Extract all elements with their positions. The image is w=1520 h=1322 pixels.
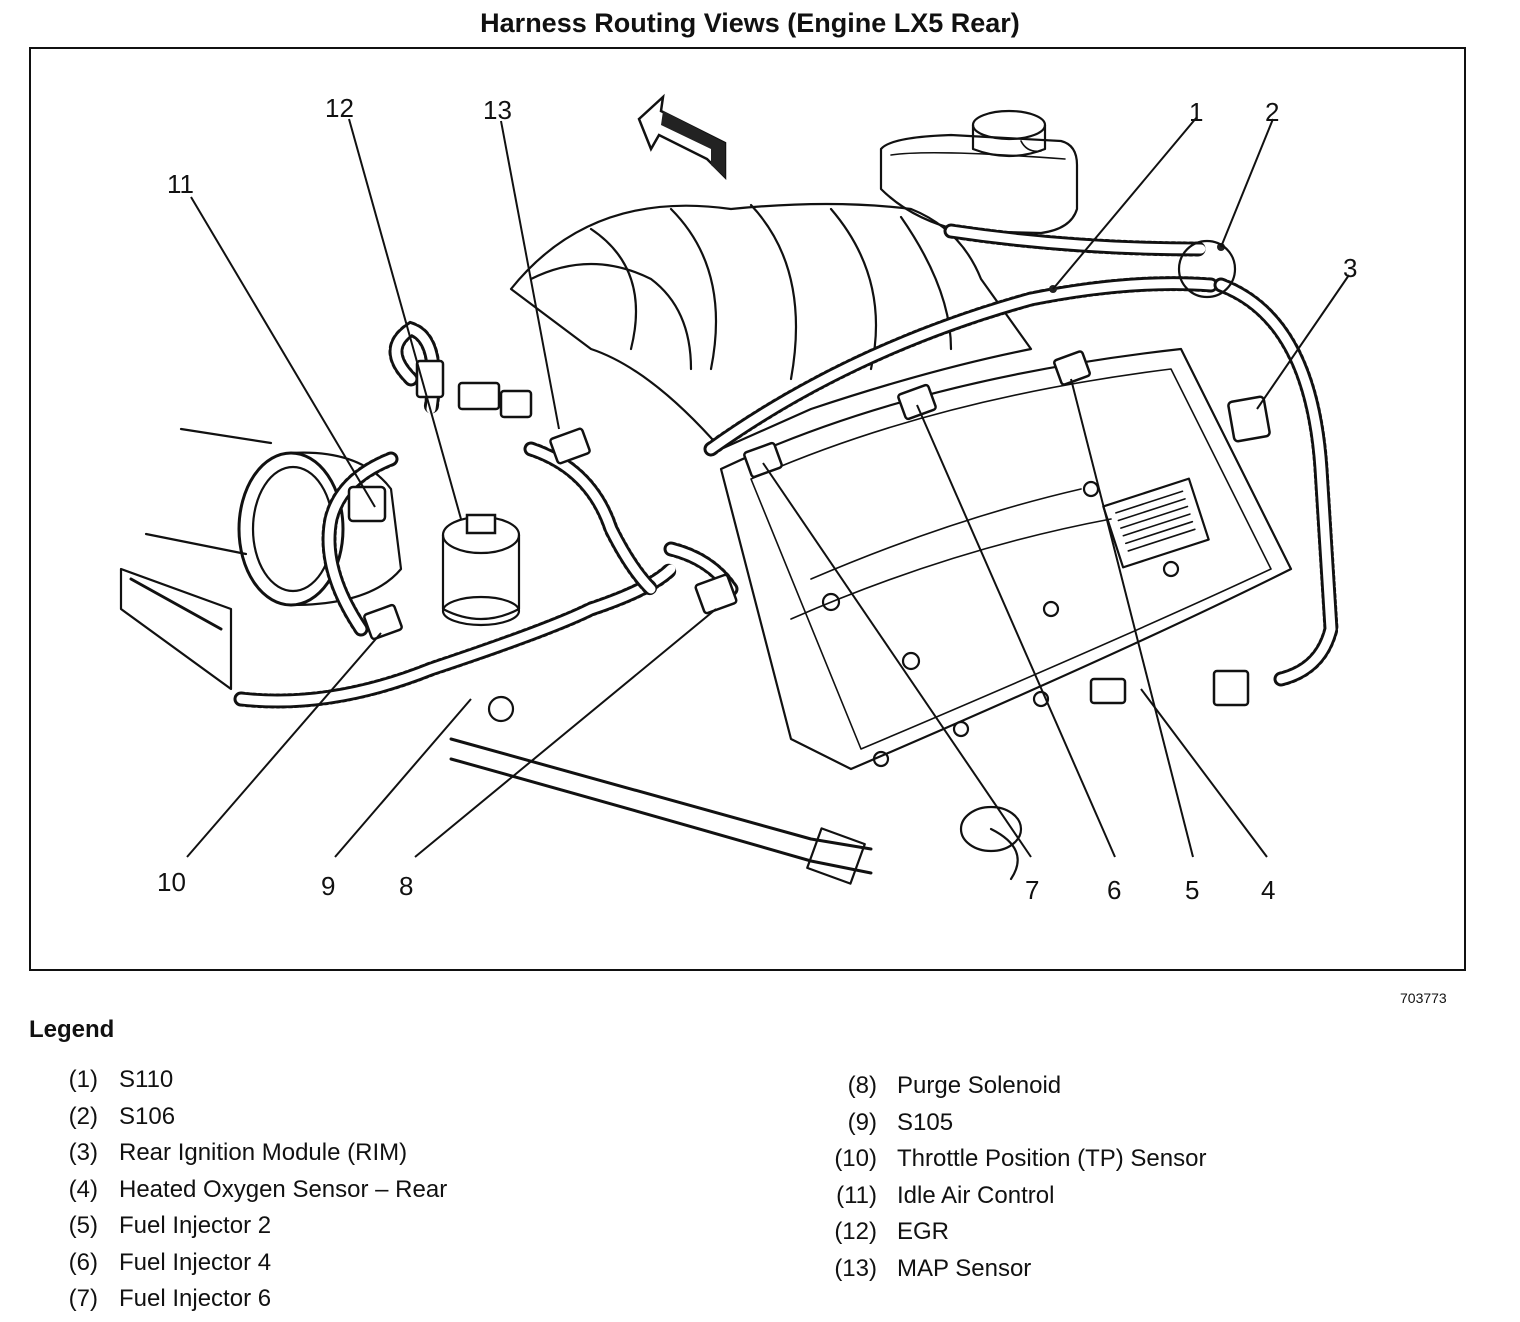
legend-label: Purge Solenoid	[897, 1072, 1062, 1099]
callout-13: 13	[483, 95, 512, 125]
fuel-lines	[449, 695, 1023, 885]
leader-lines	[186, 116, 1350, 858]
legend-item: (8) Purge Solenoid	[727, 1072, 1427, 1109]
callout-3: 3	[1343, 253, 1357, 283]
legend-label: S110	[119, 1066, 174, 1093]
callout-2: 2	[1265, 97, 1279, 127]
legend-label: MAP Sensor	[897, 1254, 1032, 1282]
direction-arrow-icon	[637, 93, 727, 181]
callout-7: 7	[1025, 875, 1039, 905]
diagram-title: Harness Routing Views (Engine LX5 Rear)	[480, 8, 1020, 38]
legend-left-column: (1) S110 (2) S106 (3) Rear Ignition Module …	[0, 1066, 600, 1322]
legend-label: Rear Ignition Module (RIM)	[119, 1139, 408, 1166]
legend-number: (12)	[834, 1218, 877, 1245]
legend-number: (9)	[847, 1108, 877, 1136]
engine-illustration-frame: 1 2 3 4 5 6 7 8 9 10 11 12 13	[29, 47, 1466, 971]
legend-heading: Legend	[29, 1016, 115, 1043]
legend-item: (1) S110	[0, 1066, 600, 1103]
legend-item: (6) Fuel Injector 4	[0, 1249, 600, 1286]
legend-label: Fuel Injector 2	[119, 1212, 272, 1239]
legend-item: (11) Idle Air Control	[727, 1182, 1427, 1219]
legend-number: (7)	[68, 1285, 98, 1312]
legend-label: Heated Oxygen Sensor – Rear	[119, 1175, 448, 1203]
legend-label: Fuel Injector 6	[119, 1285, 272, 1312]
legend-number: (10)	[834, 1145, 877, 1172]
wiring-harness	[233, 223, 1339, 709]
legend-item: (4) Heated Oxygen Sensor – Rear	[0, 1176, 600, 1213]
legend-number: (5)	[68, 1212, 98, 1239]
callout-12: 12	[325, 93, 354, 123]
valve-cover	[719, 347, 1293, 771]
engine-illustration: 1 2 3 4 5 6 7 8 9 10 11 12 13	[119, 93, 1357, 905]
legend-label: S106	[119, 1102, 176, 1130]
legend-label: Idle Air Control	[897, 1181, 1055, 1209]
intake-manifold	[509, 202, 1033, 451]
legend-item: (12) EGR	[727, 1218, 1427, 1255]
legend-number: (11)	[836, 1181, 877, 1209]
legend-item: (3) Rear Ignition Module (RIM)	[0, 1139, 600, 1176]
legend-number: (2)	[68, 1102, 98, 1130]
callout-10: 10	[157, 867, 186, 897]
callout-1: 1	[1189, 97, 1203, 127]
callout-5: 5	[1185, 875, 1199, 905]
coolant-reservoir	[879, 109, 1079, 235]
legend-number: (13)	[834, 1254, 877, 1282]
callout-numbers: 1 2 3 4 5 6 7 8 9 10 11 12 13	[157, 93, 1357, 905]
legend-right-column: (8) Purge Solenoid (9) S105 (10) Throttle P…	[727, 1072, 1427, 1291]
splice-markers	[1049, 239, 1237, 299]
legend-item: (5) Fuel Injector 2	[0, 1212, 600, 1249]
callout-4: 4	[1261, 875, 1275, 905]
legend-item: (7) Fuel Injector 6	[0, 1285, 600, 1322]
legend-number: (6)	[68, 1248, 98, 1276]
legend-label: EGR	[897, 1218, 950, 1245]
legend-item: (10) Throttle Position (TP) Sensor	[727, 1145, 1427, 1182]
legend-item: (13) MAP Sensor	[727, 1255, 1427, 1292]
legend-number: (3)	[68, 1139, 98, 1166]
legend-number: (4)	[68, 1175, 98, 1203]
connectors	[347, 350, 1271, 707]
callout-9: 9	[321, 871, 335, 901]
legend-item: (2) S106	[0, 1103, 600, 1140]
throttle-body	[119, 427, 403, 691]
egr-valve	[441, 513, 521, 627]
legend-label: Fuel Injector 4	[119, 1248, 272, 1276]
figure-number: 703773	[1400, 990, 1447, 1006]
callout-8: 8	[399, 871, 413, 901]
callout-11: 11	[167, 169, 194, 199]
legend-number: (1)	[68, 1066, 98, 1093]
legend-item: (9) S105	[727, 1109, 1427, 1146]
legend-label: Throttle Position (TP) Sensor	[897, 1145, 1207, 1172]
callout-6: 6	[1107, 875, 1121, 905]
legend-number: (8)	[847, 1072, 877, 1099]
legend-label: S105	[897, 1108, 954, 1136]
